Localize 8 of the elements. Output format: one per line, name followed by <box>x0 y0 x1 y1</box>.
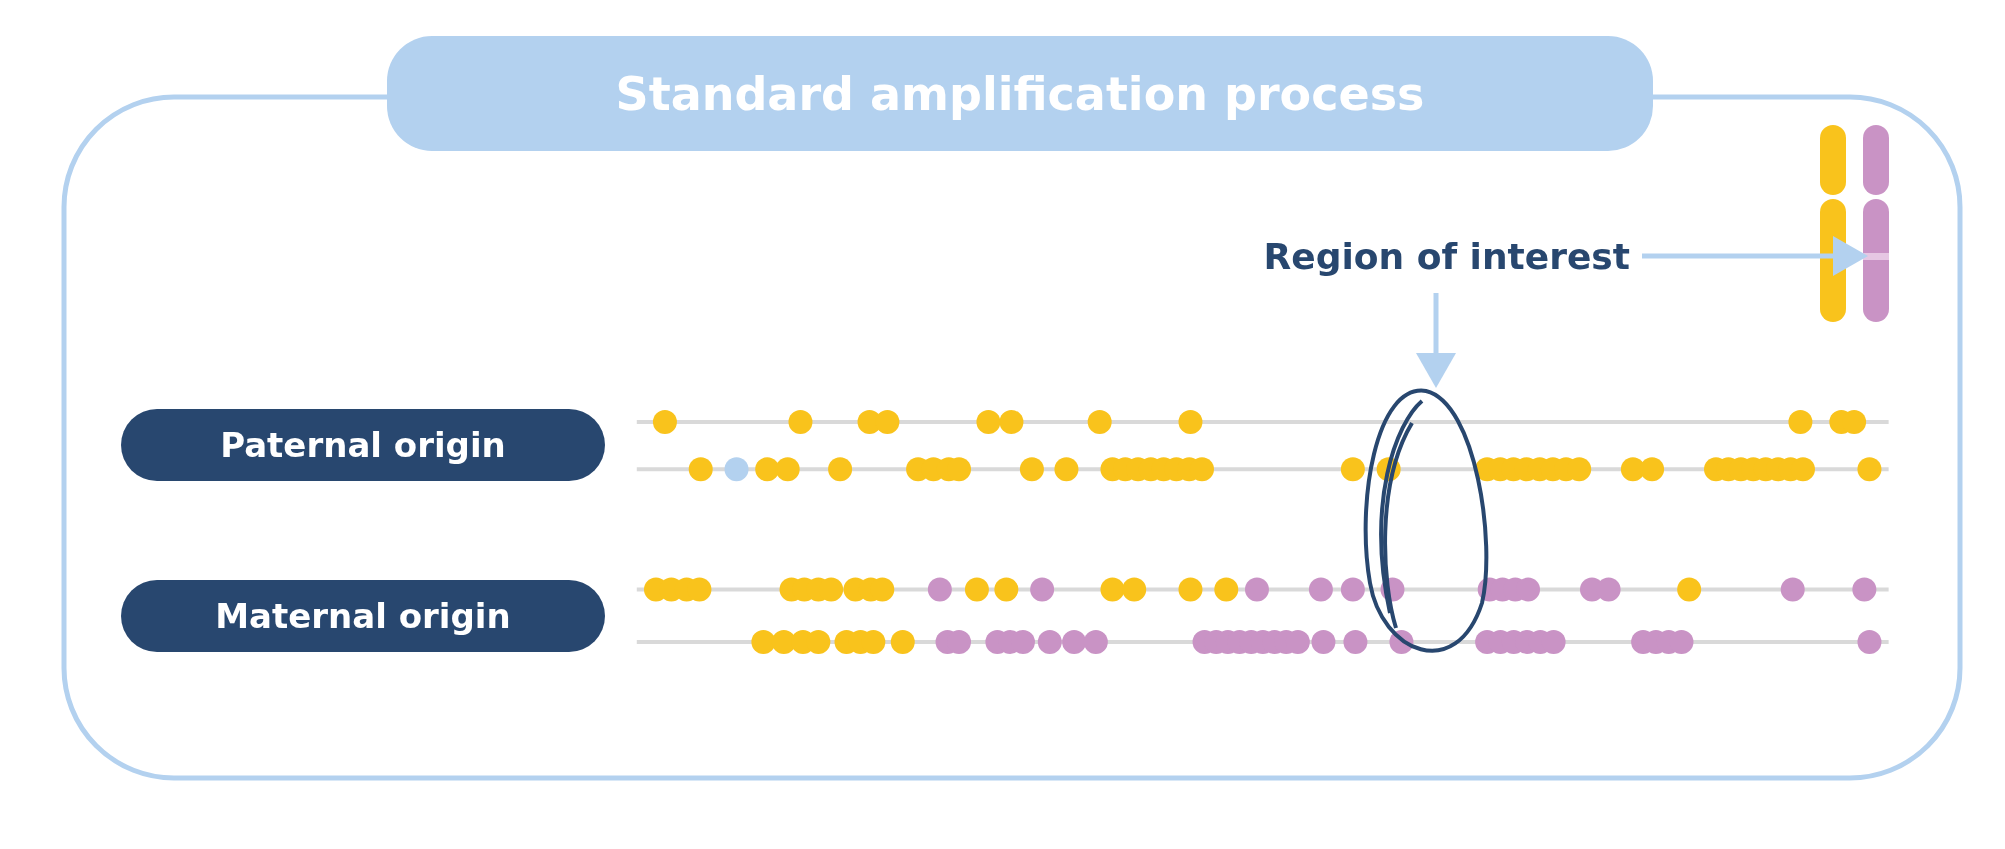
frame <box>62 36 1962 780</box>
label-pill: Paternal origin <box>121 409 605 481</box>
chromosome-drawing <box>1863 125 1889 322</box>
title-banner: Standard amplification process <box>387 36 1653 151</box>
arrow <box>1642 236 1868 276</box>
label-pill: Maternal origin <box>121 580 605 652</box>
callout-text: Region of interest <box>1230 225 1630 287</box>
arrow <box>1416 293 1456 388</box>
